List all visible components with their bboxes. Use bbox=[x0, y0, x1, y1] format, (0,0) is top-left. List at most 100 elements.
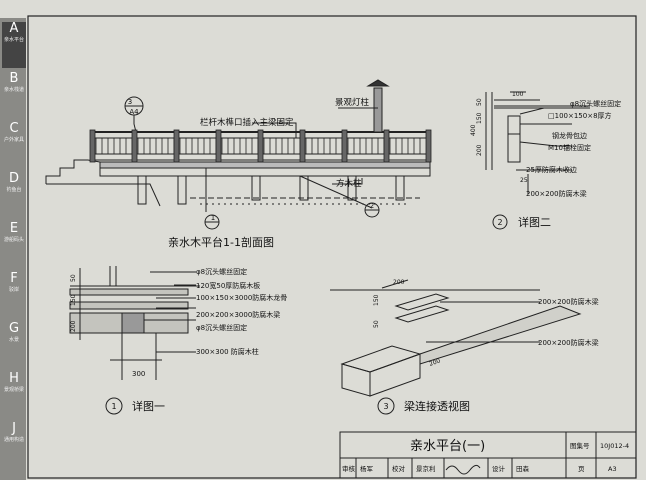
review-label: 审核 bbox=[342, 464, 356, 473]
chapter-tab-letter: E bbox=[9, 221, 19, 236]
d1-dim-150: 150 bbox=[70, 294, 77, 306]
designer-name: 田森 bbox=[516, 464, 530, 473]
sheet-title: 亲水平台(一) bbox=[410, 439, 485, 454]
d2-note-4: M10锚栓固定 bbox=[548, 143, 591, 152]
design-label: 设计 bbox=[492, 464, 506, 473]
chapter-tab-letter: C bbox=[9, 121, 19, 136]
railing-post bbox=[425, 129, 432, 163]
d2-note-6: 200×200防腐木梁 bbox=[526, 189, 587, 198]
check-label: 校对 bbox=[392, 464, 406, 473]
chapter-tab-label: 通用构造 bbox=[3, 437, 24, 443]
railing-post bbox=[299, 129, 306, 163]
d2-dim-25: 25 bbox=[520, 177, 528, 184]
railing-post bbox=[341, 129, 348, 163]
chapter-tab-letter: H bbox=[9, 371, 19, 386]
d3-dim-200a: 200 bbox=[393, 279, 405, 286]
callout-1-label: 1 bbox=[211, 214, 215, 222]
d2-note-1: φ8沉头螺丝固定 bbox=[570, 99, 621, 108]
d1-title: 详图一 bbox=[132, 399, 165, 413]
section-drawing bbox=[45, 79, 431, 230]
atlas-no: 10J012-4 bbox=[600, 442, 629, 450]
railing-post bbox=[131, 129, 138, 163]
d1-note-6: 300×300 防腐木柱 bbox=[196, 347, 259, 356]
chapter-tab-label: 亲水平台 bbox=[3, 37, 24, 43]
d1-note-1: φ8沉头螺丝固定 bbox=[196, 267, 247, 276]
d2-dim-200: 200 bbox=[476, 144, 483, 156]
d3-dim-150: 150 bbox=[373, 294, 380, 306]
d1-note-2: 120宽50厚防腐木板 bbox=[196, 281, 260, 290]
reviewer-name: 杨军 bbox=[360, 464, 374, 473]
d1-note-3: 100×150×3000防腐木龙骨 bbox=[196, 293, 287, 302]
railing-balusters bbox=[89, 129, 432, 163]
d1-dim-50: 50 bbox=[70, 274, 77, 282]
d2-num: 2 bbox=[497, 218, 502, 227]
d3-num: 3 bbox=[383, 402, 388, 411]
signature-scribble bbox=[445, 464, 481, 475]
chapter-tab-label: 钓鱼台 bbox=[6, 187, 22, 193]
railing-note: 栏杆木榫口插入主梁固定 bbox=[200, 117, 294, 128]
d1-dim-300: 300 bbox=[132, 370, 145, 378]
chapter-tab-label: 游船码头 bbox=[3, 237, 24, 243]
d3-note-2: 200×200防腐木梁 bbox=[538, 338, 599, 347]
d2-note-2: □100×150×8厚方 bbox=[548, 111, 612, 120]
detail-2-drawing bbox=[485, 91, 590, 230]
detail-3-drawing bbox=[330, 279, 582, 415]
atlas-label: 图集号 bbox=[570, 441, 590, 450]
chapter-tab-letter: F bbox=[10, 271, 18, 286]
railing-post bbox=[257, 129, 264, 163]
section-title: 亲水木平台1-1剖面图 bbox=[168, 235, 274, 249]
callout-a-top: 3 bbox=[128, 98, 132, 106]
chapter-tab-label: 景观桥梁 bbox=[3, 387, 24, 393]
drawing-frame bbox=[27, 15, 637, 479]
d2-dim-400: 400 bbox=[470, 124, 477, 136]
d2-dim-100: 100 bbox=[512, 91, 524, 98]
d2-note-5: 25厚防腐木收边 bbox=[526, 165, 577, 174]
title-block bbox=[339, 431, 637, 479]
d1-note-5: φ8沉头螺丝固定 bbox=[196, 323, 247, 332]
d2-note-3: 钢龙骨包边 bbox=[552, 131, 587, 140]
chapter-tab-label: 亲水栈道 bbox=[3, 87, 24, 93]
chapter-tab-letter: B bbox=[9, 71, 19, 86]
lamp-note: 景观灯柱 bbox=[335, 97, 370, 108]
d3-dim-200b: 200 bbox=[428, 357, 441, 368]
d1-dim-200: 200 bbox=[70, 320, 77, 332]
d3-dim-50: 50 bbox=[373, 320, 380, 328]
d1-num: 1 bbox=[111, 402, 116, 411]
callout-a-bottom: A4 bbox=[129, 108, 139, 116]
chapter-tab-letter: J bbox=[12, 421, 16, 436]
checker-name: 景京利 bbox=[416, 464, 436, 473]
chapter-tab-letter: D bbox=[8, 171, 19, 186]
page-label: 页 bbox=[578, 465, 585, 473]
chapter-tab-label: 水景 bbox=[8, 337, 19, 343]
railing-post bbox=[383, 129, 390, 163]
chapter-tab-label: 户外家具 bbox=[3, 137, 24, 143]
chapter-tab-label: 驳岸 bbox=[8, 287, 19, 293]
d3-title: 梁连接透视图 bbox=[404, 399, 470, 413]
d1-note-4: 200×200×3000防腐木梁 bbox=[196, 310, 280, 319]
d2-dim-50: 50 bbox=[476, 98, 483, 106]
detail-1-drawing bbox=[69, 266, 200, 415]
chapter-tab-letter: A bbox=[9, 21, 19, 36]
chapter-tab-letter: G bbox=[8, 321, 20, 336]
railing-post bbox=[89, 129, 96, 163]
d3-note-1: 200×200防腐木梁 bbox=[538, 297, 599, 306]
railing-post bbox=[173, 129, 180, 163]
d2-title: 详图二 bbox=[518, 215, 551, 229]
d2-dim-150: 150 bbox=[476, 112, 483, 124]
railing-post bbox=[215, 129, 222, 163]
callout-2-label: 2 bbox=[370, 202, 374, 210]
column-note: 方木柱 bbox=[336, 178, 362, 189]
page-no: A3 bbox=[608, 465, 617, 473]
